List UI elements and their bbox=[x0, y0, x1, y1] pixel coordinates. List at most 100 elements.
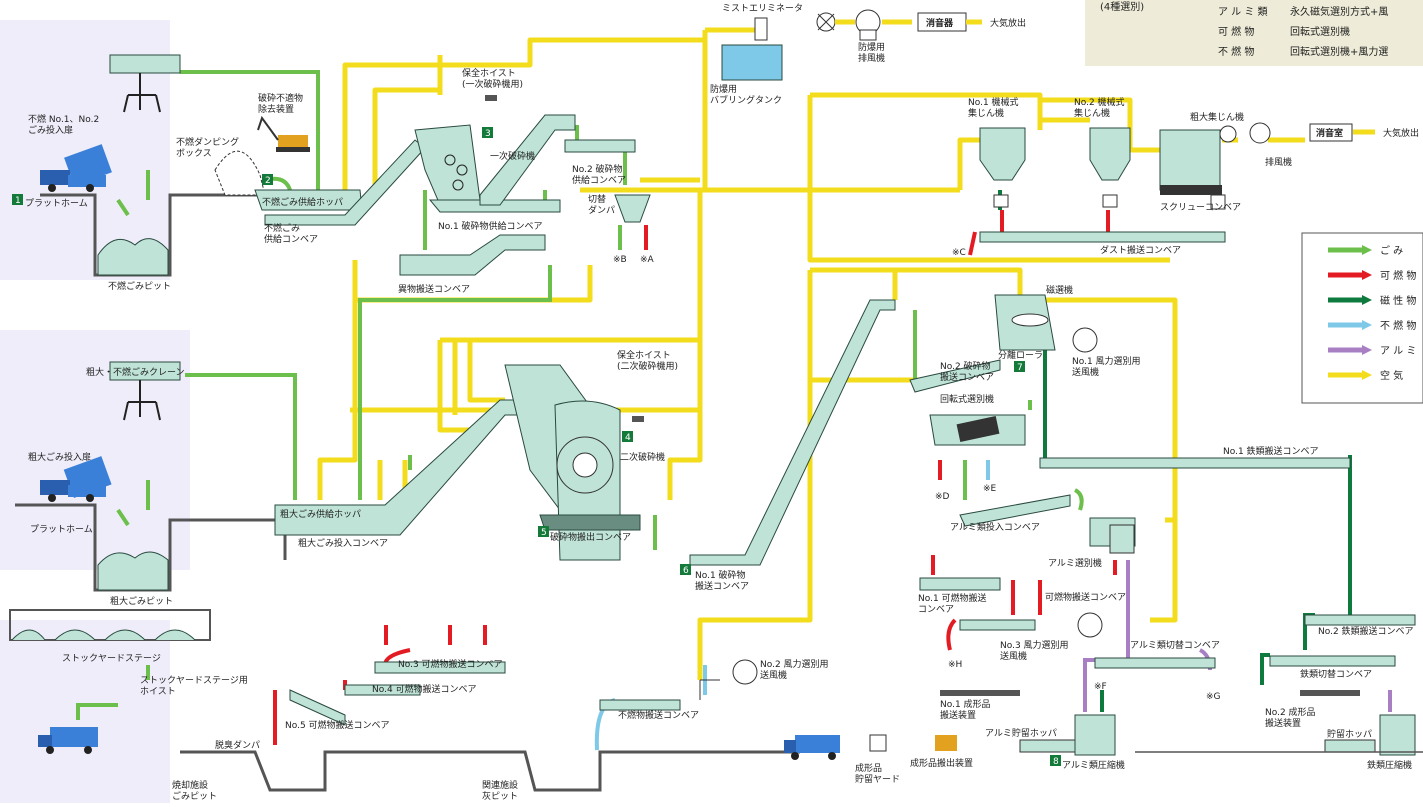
label-no2-wind: No.2 風力選別用送風機 bbox=[760, 658, 829, 681]
label-hoist2: 保全ホイスト(二次破砕機用) bbox=[617, 349, 678, 372]
storage-hopper[interactable] bbox=[1324, 739, 1376, 753]
alu-press[interactable] bbox=[1074, 714, 1116, 756]
iron-press[interactable] bbox=[1379, 714, 1416, 756]
no1-burnable-conveyor[interactable] bbox=[919, 577, 1001, 591]
label-product-out: 成形品搬出装置 bbox=[910, 757, 973, 769]
no3-burnable-conveyor[interactable] bbox=[374, 661, 506, 674]
label-ash-pit: 関連施設灰ピット bbox=[482, 779, 518, 802]
no2-mold-transport[interactable] bbox=[1300, 690, 1360, 696]
label-magnetic: 磁選機 bbox=[1046, 284, 1073, 296]
label-unsuitable: 破砕不適物除去装置 bbox=[258, 92, 303, 115]
badge-2 bbox=[262, 174, 273, 185]
no5-burnable-conveyor[interactable] bbox=[289, 689, 346, 726]
label-crusher2: 二次破砕機 bbox=[620, 451, 665, 463]
legend-label-1: 可 燃 物 bbox=[1380, 269, 1416, 282]
legend-label-2: 磁 性 物 bbox=[1380, 294, 1416, 307]
badge-6-text: 6 bbox=[683, 566, 689, 576]
label-stockyard: ストックヤードステージ bbox=[62, 653, 161, 664]
alu-hopper[interactable] bbox=[1019, 739, 1076, 753]
forklift-icon bbox=[935, 735, 957, 751]
legend-label-4: ア ル ミ bbox=[1380, 346, 1416, 357]
no2-supply-conveyor-lift[interactable] bbox=[479, 114, 576, 206]
label-mist: ミストエリミネータ bbox=[722, 3, 803, 14]
legend-items: ご み可 燃 物磁 性 物不 燃 物ア ル ミ空 気 bbox=[1328, 244, 1416, 382]
alu-in-conveyor[interactable] bbox=[959, 494, 1071, 527]
label-bulk-conv: 粗大ごみ投入コンベア bbox=[298, 537, 388, 549]
dust-conveyor[interactable] bbox=[979, 231, 1226, 243]
truck-1-icon bbox=[40, 144, 112, 192]
crane-2[interactable] bbox=[109, 361, 181, 421]
no2-supply-conveyor[interactable] bbox=[564, 139, 636, 153]
label-platform2: プラットホーム bbox=[30, 524, 93, 535]
magnetic-separator[interactable] bbox=[994, 294, 1056, 351]
label-screw: スクリューコンベア bbox=[1160, 202, 1241, 213]
label-dumping: 不燃ダンピングボックス bbox=[176, 136, 239, 159]
no4-burnable-conveyor[interactable] bbox=[344, 684, 421, 696]
no2-crushed-conveyor[interactable] bbox=[909, 359, 1001, 393]
label-storage-hopper: 貯留ホッパ bbox=[1327, 728, 1372, 740]
label-no3-wind: No.3 風力選別用送風機 bbox=[1000, 639, 1069, 662]
header-sort-title: (4種選別) bbox=[1100, 0, 1144, 13]
text-labels: ミストエリミネータ消音器大気放出防爆用排風機防爆用バブリングタンク保全ホイスト(… bbox=[25, 3, 1419, 802]
burnable-conveyor[interactable] bbox=[959, 619, 1036, 631]
label-exhaust1: 大気放出 bbox=[990, 17, 1026, 29]
no1-iron-conveyor[interactable] bbox=[1039, 457, 1351, 469]
label-bulk-hopper: 粗大ごみ供給ホッパ bbox=[280, 508, 361, 520]
badge-5 bbox=[538, 526, 549, 537]
nonburn-conveyor[interactable] bbox=[599, 699, 681, 711]
mist-eliminator bbox=[721, 12, 836, 81]
exhaust-fan-icon bbox=[1249, 122, 1271, 144]
header-row-1-kind: ア ル ミ 類 bbox=[1218, 6, 1268, 18]
switch-damper[interactable] bbox=[614, 194, 651, 223]
label-no5-burn: No.5 可燃物搬送コンベア bbox=[285, 719, 390, 731]
label-mF: ※F bbox=[1094, 682, 1107, 692]
label-crusher1: 一次破砕機 bbox=[490, 150, 535, 162]
label-mH: ※H bbox=[948, 660, 962, 670]
label-no1-crushed: No.1 破砕物搬送コンベア bbox=[695, 569, 749, 592]
crane-1[interactable] bbox=[109, 54, 181, 113]
legend-arrow-0 bbox=[1362, 245, 1372, 255]
truck-4-icon bbox=[784, 735, 840, 760]
badge-5-text: 5 bbox=[541, 528, 547, 538]
dust-collector-1[interactable] bbox=[979, 127, 1026, 208]
label-damper: 切替ダンパ bbox=[588, 193, 615, 216]
label-bulk-pit: 粗大ごみピット bbox=[110, 595, 173, 607]
bag-filter[interactable] bbox=[1159, 129, 1226, 210]
label-exhaust-fan: 排風機 bbox=[1265, 156, 1292, 168]
label-exhaust2: 大気放出 bbox=[1383, 127, 1419, 139]
label-hopper1: 不燃ごみ供給ホッパ bbox=[262, 196, 343, 208]
label-iron-press: 鉄類圧縮機 bbox=[1367, 759, 1412, 771]
no1-mold-transport[interactable] bbox=[940, 690, 1020, 696]
dust-collector-2[interactable] bbox=[1089, 127, 1131, 208]
label-bagfilter: 粗大集じん機 bbox=[1190, 111, 1244, 123]
foreign-conveyor[interactable] bbox=[399, 234, 546, 276]
badge-7-text: 7 bbox=[1017, 363, 1023, 373]
label-stock-hoist: ストックヤードステージ用ホイスト bbox=[140, 675, 248, 697]
iron-switch-conveyor[interactable] bbox=[1269, 655, 1396, 667]
label-alu-hopper: アルミ貯留ホッパ bbox=[985, 727, 1057, 739]
alu-switch-conveyor[interactable] bbox=[1094, 657, 1216, 669]
no1-supply-conveyor[interactable] bbox=[428, 199, 561, 213]
no2-iron-conveyor[interactable] bbox=[1304, 614, 1416, 626]
label-product-yard: 成形品貯留ヤード bbox=[855, 762, 900, 785]
ground-line bbox=[180, 750, 800, 792]
no1-crushed-conveyor[interactable] bbox=[689, 299, 896, 566]
legend-arrow-5 bbox=[1362, 370, 1372, 380]
label-supply-conv: 不燃ごみ供給コンベア bbox=[264, 222, 318, 245]
header-row-3-kind: 不 燃 物 bbox=[1218, 45, 1254, 58]
badge-8-text: 8 bbox=[1053, 757, 1059, 767]
discharge-conveyor[interactable] bbox=[539, 514, 641, 531]
label-roller: 分離ローラ bbox=[998, 349, 1043, 361]
product-yard-icon bbox=[869, 734, 887, 752]
badge-3 bbox=[482, 127, 493, 138]
badge-7 bbox=[1014, 361, 1025, 372]
label-fan-wind1: No.1 風力選別用送風機 bbox=[1072, 355, 1141, 378]
label-no2-crushed: No.2 破砕物搬送コンベア bbox=[940, 360, 994, 383]
label-platform1: プラットホーム bbox=[25, 198, 88, 209]
label-mE: ※E bbox=[983, 484, 997, 494]
rotary-separator[interactable] bbox=[929, 414, 1026, 446]
hoist-2-icon bbox=[632, 416, 644, 422]
header-row-2-method: 回転式選別機 bbox=[1290, 25, 1350, 38]
aluminum-separator[interactable] bbox=[1089, 517, 1136, 554]
header-row-1-method: 永久磁気選別方式+風 bbox=[1290, 5, 1388, 18]
